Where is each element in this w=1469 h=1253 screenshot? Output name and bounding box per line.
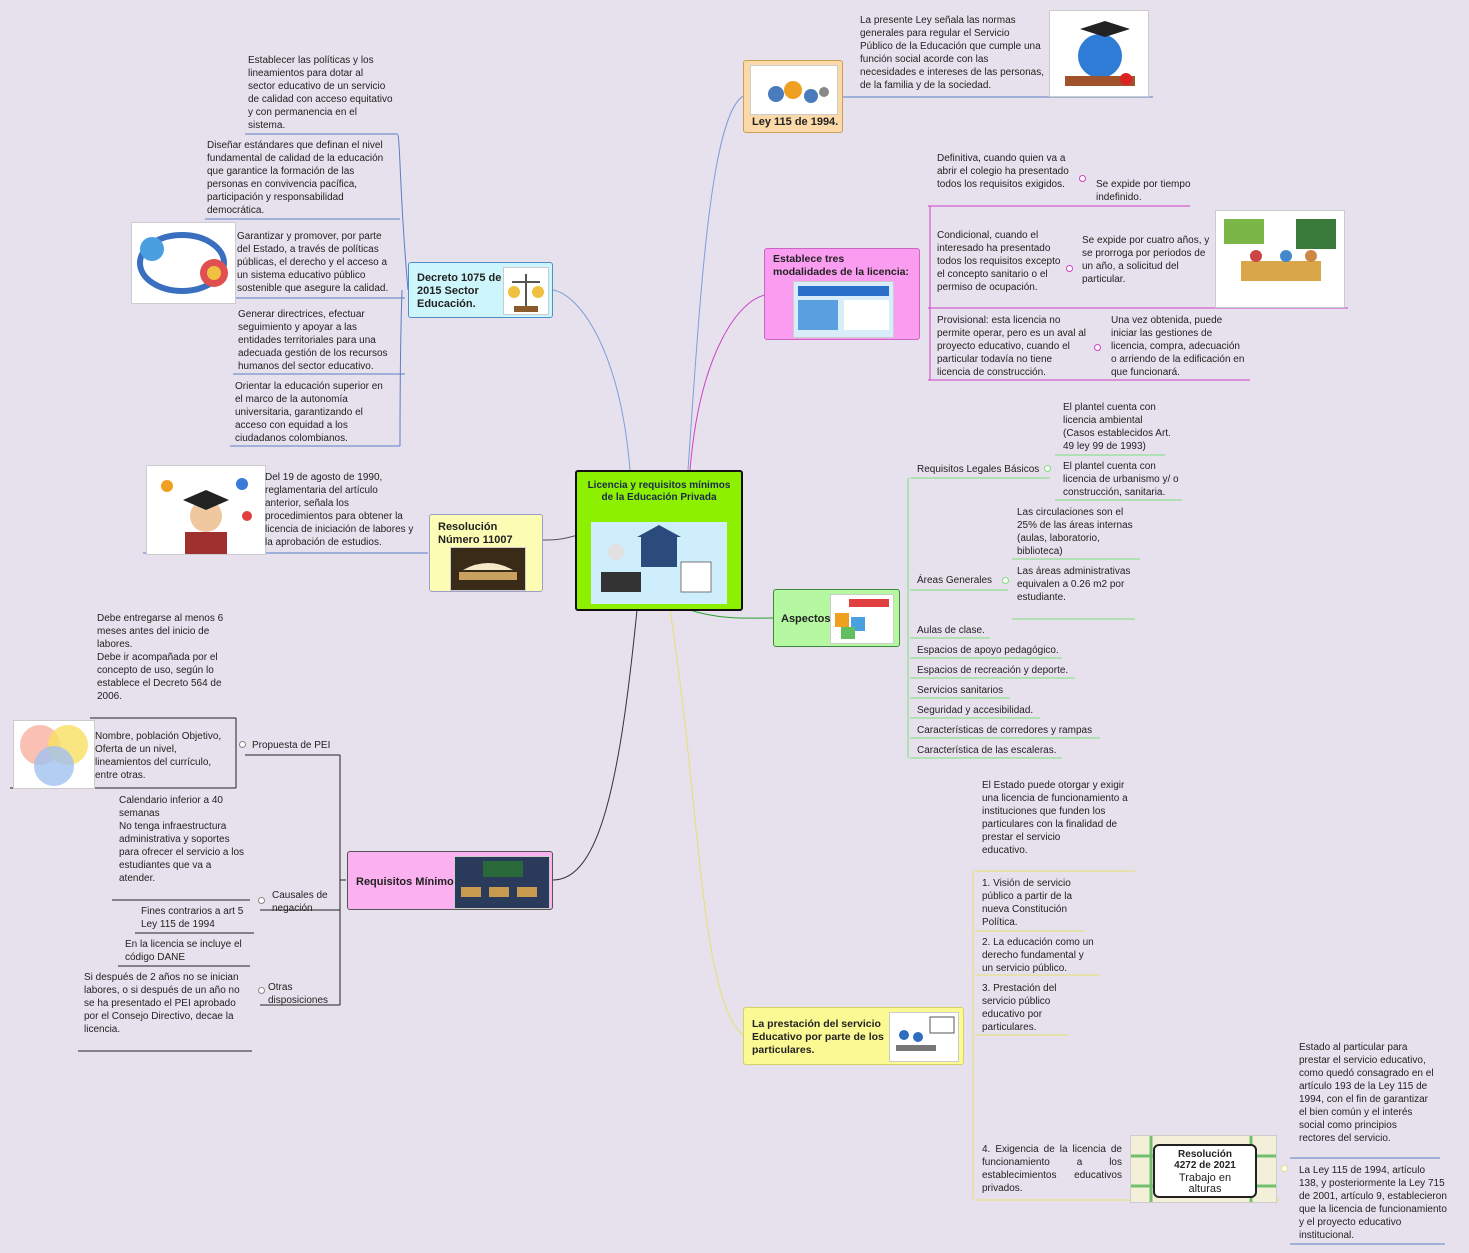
- areas-generales-dot: [1002, 577, 1009, 584]
- aspectos-node[interactable]: Aspectos: [773, 589, 900, 647]
- education-illustration-image: [591, 522, 727, 604]
- causales-label: Causales de negación: [272, 890, 328, 914]
- modalidad-condicional-note: Se expide por cuatro años, y se prorroga…: [1082, 235, 1210, 285]
- legal-licencia-ambiental: El plantel cuenta con licencia ambiental…: [1063, 402, 1171, 452]
- prestacion-item-1: 1. Visión de servicio público a partir d…: [982, 878, 1073, 928]
- area-circulaciones: Las circulaciones son el 25% de las área…: [1017, 507, 1133, 557]
- venn-diagram-image: [13, 720, 95, 789]
- decreto-item-1: Establecer las políticas y los lineamien…: [248, 55, 393, 131]
- gestion-puzzle-image: [830, 594, 894, 644]
- ley-115-label: Ley 115 de 1994.: [752, 116, 839, 128]
- pei-item-1: Debe entregarse al menos 6 meses antes d…: [97, 613, 224, 702]
- prestacion-notes-dot: [1281, 1165, 1288, 1172]
- otras-item-2: Si después de 2 años no se inician labor…: [84, 972, 240, 1035]
- prestacion-label: La prestación del servicio Educativo por…: [752, 1018, 884, 1056]
- law-scales-image: [503, 267, 549, 315]
- prestacion-item-4: 4. Exigencia de la licencia de funcionam…: [982, 1144, 1122, 1194]
- modalidad-definitiva-dot: [1079, 175, 1086, 182]
- otras-dot: [258, 987, 265, 994]
- prestacion-node[interactable]: La prestación del servicio Educativo por…: [743, 1007, 964, 1065]
- decreto-item-5: Orientar la educación superior en el mar…: [235, 381, 383, 444]
- decreto-item-4: Generar directrices, efectuar seguimient…: [238, 309, 388, 372]
- otras-item-1: En la licencia se incluye el código DANE: [125, 939, 242, 963]
- modalidad-definitiva: Definitiva, cuando quien va a abrir el c…: [937, 153, 1069, 190]
- classroom-image: [1215, 210, 1345, 308]
- classroom-blackboard-image: [454, 856, 550, 909]
- causales-dot: [258, 897, 265, 904]
- central-title: Licencia y requisitos mínimos de la Educ…: [587, 480, 731, 503]
- requisitos-node[interactable]: Requisitos Mínimos: [347, 851, 553, 910]
- gears-image: [750, 65, 838, 115]
- prestacion-item-2: 2. La educación como un derecho fundamen…: [982, 937, 1094, 974]
- aspecto-escaleras: Característica de las escaleras.: [917, 745, 1057, 756]
- causales-item-1: Calendario inferior a 40 semanas No teng…: [119, 795, 245, 884]
- modalidad-condicional-dot: [1066, 265, 1073, 272]
- resolucion-description: Del 19 de agosto de 1990, reglamentaria …: [265, 472, 414, 548]
- area-administrativas: Las áreas administrativas equivalen a 0.…: [1017, 566, 1131, 603]
- resolucion-node[interactable]: Resolución Número 11007: [429, 514, 543, 592]
- prestacion-intro: El Estado puede otorgar y exigir una lic…: [982, 780, 1128, 856]
- decreto-item-2: Diseñar estándares que definan el nivel …: [207, 140, 384, 216]
- prestacion-note-2: La Ley 115 de 1994, artículo 138, y post…: [1299, 1165, 1447, 1241]
- causales-item-2: Fines contrarios a art 5 Ley 115 de 1994: [141, 906, 244, 930]
- ley-115-node[interactable]: Ley 115 de 1994.: [743, 60, 843, 133]
- cycle-diagram-image: [131, 222, 236, 304]
- aspecto-aulas: Aulas de clase.: [917, 625, 985, 636]
- aspectos-label: Aspectos: [781, 613, 831, 625]
- modalidad-provisional-note: Una vez obtenida, puede iniciar las gest…: [1111, 315, 1245, 378]
- pei-item-2: Nombre, población Objetivo, Oferta de un…: [95, 731, 222, 781]
- license-info-image: [793, 281, 894, 338]
- graduate-image: [146, 465, 266, 555]
- modalidades-label: Establece tres modalidades de la licenci…: [773, 253, 909, 278]
- modalidad-provisional: Provisional: esta licencia no permite op…: [937, 315, 1086, 378]
- modalidad-definitiva-note: Se expide por tiempo indefinido.: [1096, 179, 1191, 203]
- modalidad-provisional-dot: [1094, 344, 1101, 351]
- central-node[interactable]: Licencia y requisitos mínimos de la Educ…: [575, 470, 743, 611]
- legal-licencia-urbanismo: El plantel cuenta con licencia de urbani…: [1063, 461, 1179, 498]
- pei-label: Propuesta de PEI: [252, 740, 331, 751]
- aspecto-apoyo-pedagogico: Espacios de apoyo pedagógico.: [917, 645, 1059, 656]
- aspecto-seguridad: Seguridad y accesibilidad.: [917, 705, 1034, 716]
- decreto-label: Decreto 1075 de 2015 Sector Educación.: [417, 272, 502, 310]
- prestacion-item-3: 3. Prestación del servicio público educa…: [982, 983, 1057, 1033]
- resolucion-4272-image-title: Resolución 4272 de 2021: [1174, 1149, 1236, 1171]
- decreto-item-3: Garantizar y promover, por parte del Est…: [237, 231, 389, 294]
- aspecto-corredores: Características de corredores y rampas: [917, 725, 1093, 736]
- graduation-globe-image: [1049, 10, 1149, 97]
- ley-115-description: La presente Ley señala las normas genera…: [860, 15, 1045, 91]
- requisitos-legales-label: Requisitos Legales Básicos: [917, 464, 1040, 475]
- decreto-node[interactable]: Decreto 1075 de 2015 Sector Educación.: [408, 262, 553, 318]
- prestacion-note-1: Estado al particular para prestar el ser…: [1299, 1042, 1434, 1144]
- requisitos-label: Requisitos Mínimos: [356, 876, 460, 888]
- otras-label: Otras disposiciones: [268, 982, 329, 1006]
- areas-generales-label: Áreas Generales: [917, 575, 993, 586]
- pei-dot: [239, 741, 246, 748]
- resolucion-4272-image-subtitle: Trabajo en alturas: [1178, 1172, 1232, 1195]
- modalidades-node[interactable]: Establece tres modalidades de la licenci…: [764, 248, 920, 340]
- requisitos-legales-dot: [1044, 465, 1051, 472]
- meeting-image: [889, 1012, 959, 1062]
- aspecto-recreacion: Espacios de recreación y deporte.: [917, 665, 1069, 676]
- resolucion-label: Resolución Número 11007: [438, 521, 513, 546]
- resolucion-4272-image: Resolución 4272 de 2021 Trabajo en altur…: [1130, 1135, 1277, 1203]
- books-image: [450, 547, 526, 591]
- aspecto-sanitarios: Servicios sanitarios: [917, 685, 1004, 696]
- modalidad-condicional: Condicional, cuando el interesado ha pre…: [937, 230, 1061, 293]
